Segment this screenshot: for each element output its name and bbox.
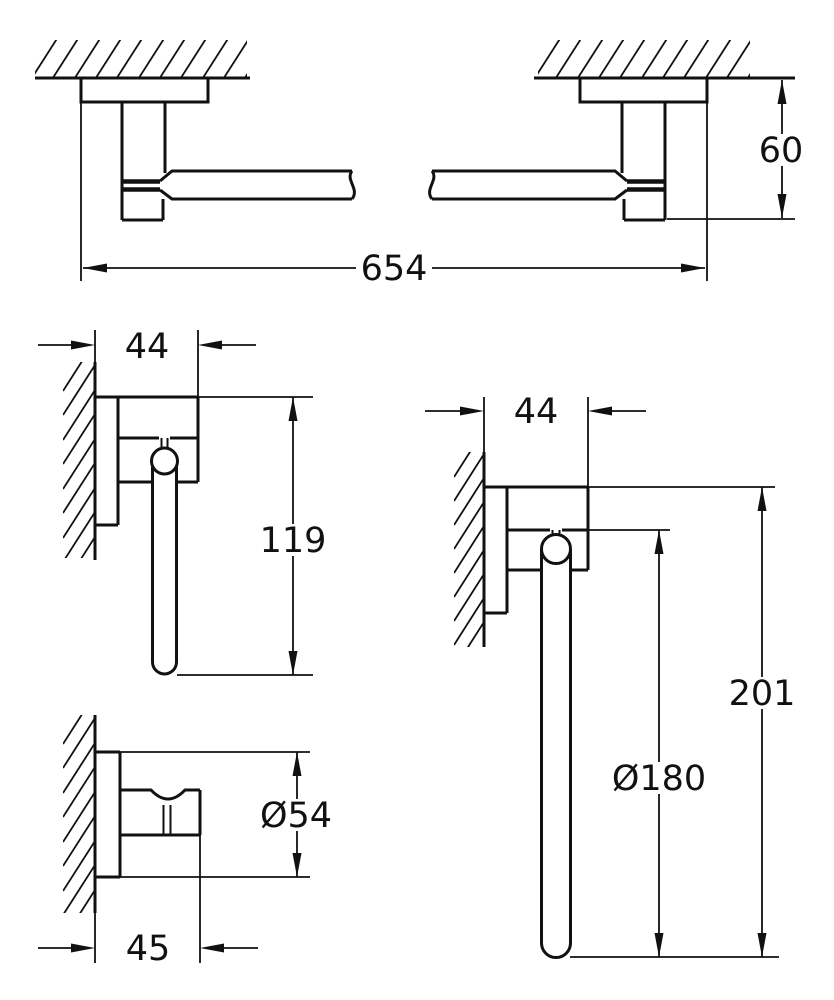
wall-hatching [63,362,95,558]
wall [63,715,97,913]
wall [63,362,97,560]
robe-hook-drawing: Ø54 45 [38,715,338,969]
pivot-ball [150,446,179,476]
dimension-width-654: 654 [80,80,708,289]
mounting-plate [95,750,122,879]
hook-depth-label: 45 [126,929,171,969]
arrowhead-left [83,263,107,273]
wall-hatching [35,40,247,78]
arrowhead-left [71,943,95,953]
mounting-post [620,102,667,222]
arrowhead-top [654,530,664,554]
dimension-depth-45: 45 [38,835,258,969]
wall-hatching [63,715,95,913]
towel-bar-left-mount [79,76,356,222]
arrowhead-left [460,406,484,416]
towel-bar-width-label: 654 [361,249,428,289]
mounting-plate [79,76,210,104]
ring-height-label: 201 [729,674,796,714]
collar-detail [627,179,665,192]
arrowhead-top [777,80,787,104]
towel-bar-drawing: 654 60 [35,40,807,289]
extension-lines [94,835,201,963]
ring-depth-label: 44 [514,392,559,432]
arrowhead-bottom [757,933,767,957]
holder-height-label: 119 [260,521,327,561]
holder-fixture [95,395,200,676]
towel-ring-drawing: 44 Ø180 201 [425,392,800,959]
wall [454,452,486,647]
arrowhead-top [288,397,298,421]
arrowhead-right [588,406,612,416]
housing-outline [95,395,200,527]
hanging-rod [151,460,178,676]
break-line [428,170,436,200]
arrowhead-top [757,487,767,511]
hook-pin-detail [162,805,172,835]
paper-holder-drawing: 44 119 [38,327,331,676]
arrowhead-right [200,943,224,953]
extension-lines [120,751,310,878]
ring-band [540,550,572,959]
rail [432,169,628,201]
arrowhead-bottom [292,853,302,877]
rail [159,169,352,201]
dimension-height-60: 60 [667,80,807,220]
arrowhead-right [198,340,222,350]
arrowhead-bottom [288,651,298,675]
dimension-diameter-54: Ø54 [120,751,338,878]
pivot-pin [160,438,169,448]
extension-lines [570,486,779,958]
mounting-plate [578,76,709,104]
dimension-height-201: 201 [570,486,800,958]
dimension-ring-diameter-180: Ø180 [588,529,710,957]
extension-lines [94,330,199,397]
dimension-depth-44: 44 [425,392,646,487]
arrowhead-left [71,340,95,350]
housing-outline [484,485,590,615]
dimension-height-119: 119 [177,396,331,676]
ring-diameter-label: Ø180 [612,759,706,799]
mounting-post [120,102,167,222]
pivot-ball [540,533,572,565]
hook-fixture [95,750,202,879]
break-line [348,170,356,200]
hook-diameter-label: Ø54 [260,796,332,836]
hook-body [120,788,202,837]
extension-lines [80,80,708,281]
holder-depth-label: 44 [125,327,170,367]
arrowhead-bottom [777,194,787,218]
towel-bar-height-label: 60 [759,131,804,171]
wall-hatching [538,40,750,78]
ring-fixture [484,485,590,959]
arrowhead-top [292,752,302,776]
arrowhead-bottom [654,933,664,957]
wall-hatching [454,452,484,647]
arrowhead-right [681,263,705,273]
dimension-depth-44: 44 [38,327,256,397]
towel-bar-right-mount [428,76,709,222]
extension-lines [483,397,589,487]
collar-detail [122,179,160,192]
